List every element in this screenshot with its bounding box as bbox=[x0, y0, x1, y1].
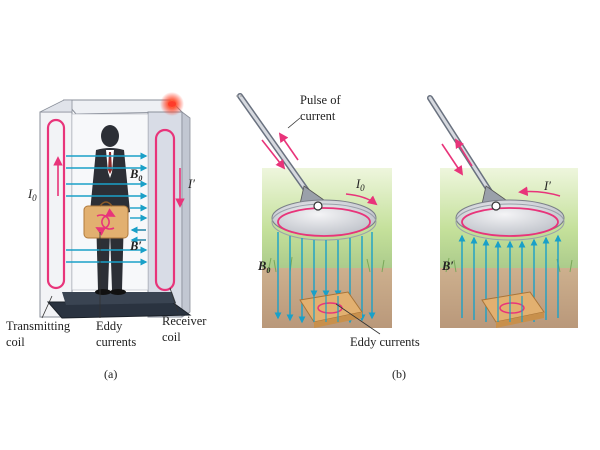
b0-field-lines-b bbox=[274, 232, 376, 324]
caption-a: (a) bbox=[104, 367, 117, 381]
label-b0-b: B0 bbox=[257, 259, 270, 275]
label-b-prime-b: B′ bbox=[441, 259, 454, 273]
label-eddy-currents-b: Eddy currents bbox=[350, 335, 420, 349]
buried-object-1 bbox=[299, 291, 363, 328]
label-b0-a: B0 bbox=[129, 167, 142, 183]
label-i-prime-a: I′ bbox=[187, 177, 195, 191]
b-prime-field-lines bbox=[130, 226, 146, 244]
i-prime-arrow-b bbox=[518, 186, 561, 197]
booth-left-pillar bbox=[39, 111, 73, 318]
label-b-prime-a: B′ bbox=[129, 239, 142, 253]
i0-arrow-b bbox=[345, 193, 378, 206]
booth-right-pillar bbox=[147, 111, 183, 318]
label-i0-a: I0 bbox=[27, 187, 37, 203]
receiver-coil bbox=[154, 128, 176, 292]
eddy-current-loop bbox=[95, 214, 110, 236]
briefcase bbox=[83, 201, 129, 239]
detector-coil-1 bbox=[277, 207, 371, 237]
label-i0-b: I0 bbox=[355, 177, 365, 193]
pulse-arrow-down bbox=[261, 139, 286, 170]
caption-b: (b) bbox=[392, 367, 406, 381]
pulse-arrow-up bbox=[278, 132, 299, 161]
b0-field-lines bbox=[66, 152, 148, 266]
buried-object-2 bbox=[481, 291, 545, 328]
detector-coil-2 bbox=[461, 207, 559, 237]
transmitting-coil bbox=[46, 118, 66, 290]
label-i-prime-b: I′ bbox=[543, 179, 551, 193]
